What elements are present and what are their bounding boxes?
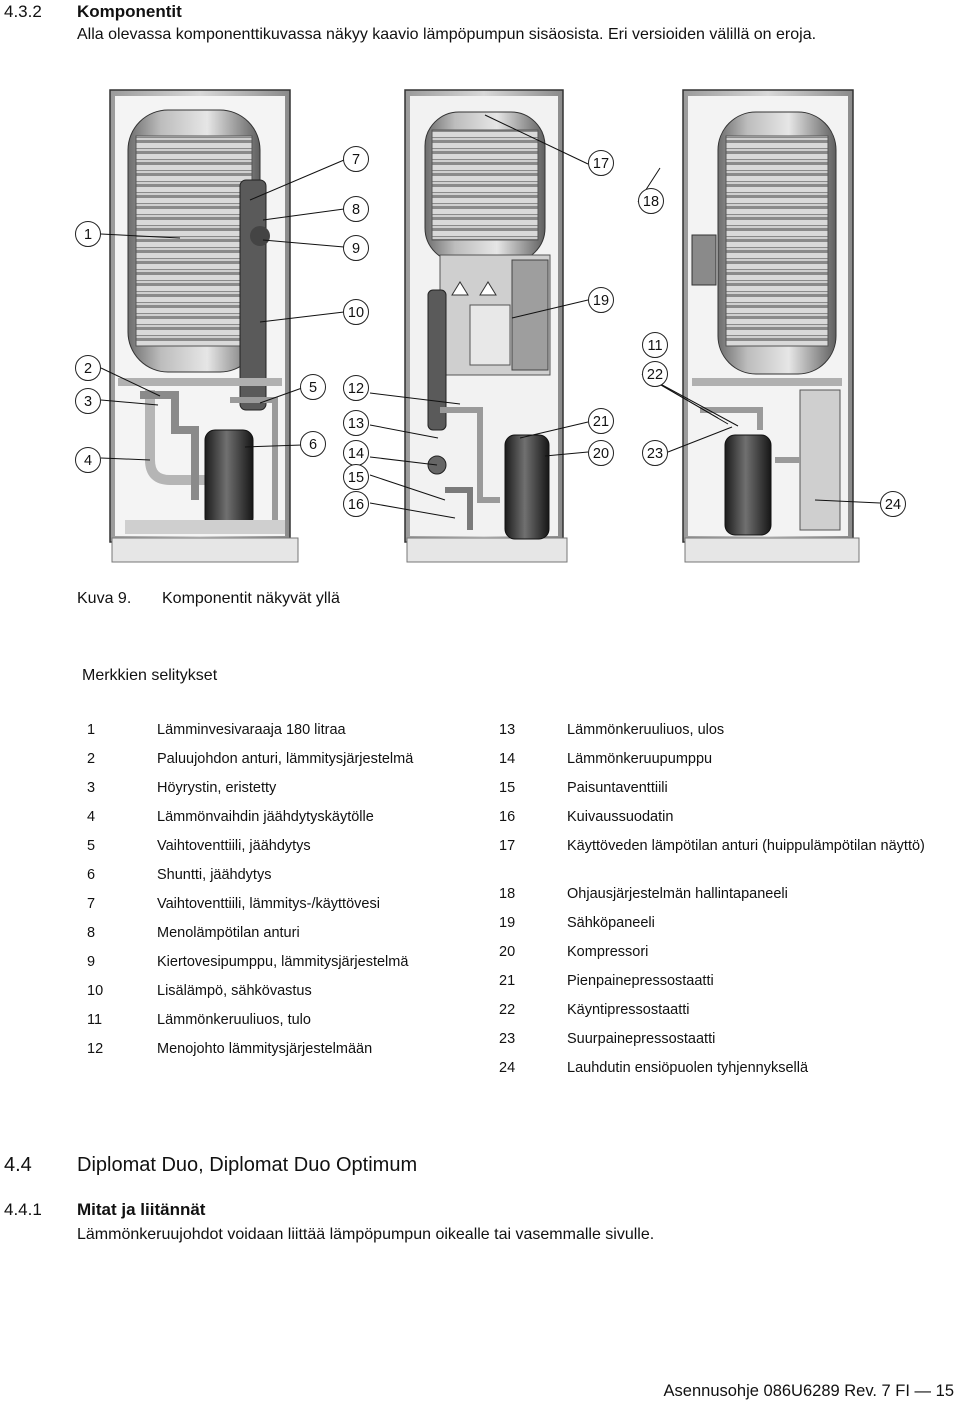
- callout-18: 18: [638, 188, 664, 214]
- callout-1: 1: [75, 221, 101, 247]
- section-441-text: Lämmönkeruujohdot voidaan liittää lämpöp…: [77, 1226, 655, 1243]
- legend-title: Merkkien selitykset: [82, 667, 218, 684]
- figure-caption-text: Komponentit näkyvät yllä: [162, 590, 340, 607]
- section-44-number: 4.4: [4, 1154, 32, 1176]
- callout-10: 10: [343, 299, 369, 325]
- page-footer: Asennusohje 086U6289 Rev. 7 FI — 15: [663, 1382, 954, 1400]
- section-title: Komponentit: [77, 2, 182, 21]
- callout-4: 4: [75, 447, 101, 473]
- callout-16: 16: [343, 491, 369, 517]
- callout-17: 17: [588, 150, 614, 176]
- unit-left: [109, 89, 299, 563]
- section-44-title: Diplomat Duo, Diplomat Duo Optimum: [77, 1154, 418, 1176]
- section-441-title: Mitat ja liitännät: [77, 1200, 206, 1219]
- callout-13: 13: [343, 410, 369, 436]
- callout-12: 12: [343, 375, 369, 401]
- callout-24: 24: [880, 491, 906, 517]
- callout-21: 21: [588, 408, 614, 434]
- callout-8: 8: [343, 196, 369, 222]
- callout-11: 11: [642, 332, 668, 358]
- leader-lines: [100, 114, 881, 519]
- intro-text: Alla olevassa komponenttikuvassa näkyy k…: [77, 26, 817, 43]
- section-441-number: 4.4.1: [4, 1200, 42, 1219]
- callout-6: 6: [300, 431, 326, 457]
- callout-3: 3: [75, 388, 101, 414]
- callout-22: 22: [642, 361, 668, 387]
- callout-5: 5: [300, 374, 326, 400]
- callout-19: 19: [588, 287, 614, 313]
- callout-15: 15: [343, 464, 369, 490]
- callout-14: 14: [343, 440, 369, 466]
- unit-right: [682, 89, 860, 563]
- callout-23: 23: [642, 440, 668, 466]
- callout-7: 7: [343, 146, 369, 172]
- callout-20: 20: [588, 440, 614, 466]
- section-number: 4.3.2: [4, 2, 42, 21]
- unit-middle: [404, 89, 568, 563]
- heat-pump-components-figure: [100, 89, 881, 563]
- callout-2: 2: [75, 355, 101, 381]
- figure-caption-label: Kuva 9.: [77, 590, 132, 607]
- callout-9: 9: [343, 235, 369, 261]
